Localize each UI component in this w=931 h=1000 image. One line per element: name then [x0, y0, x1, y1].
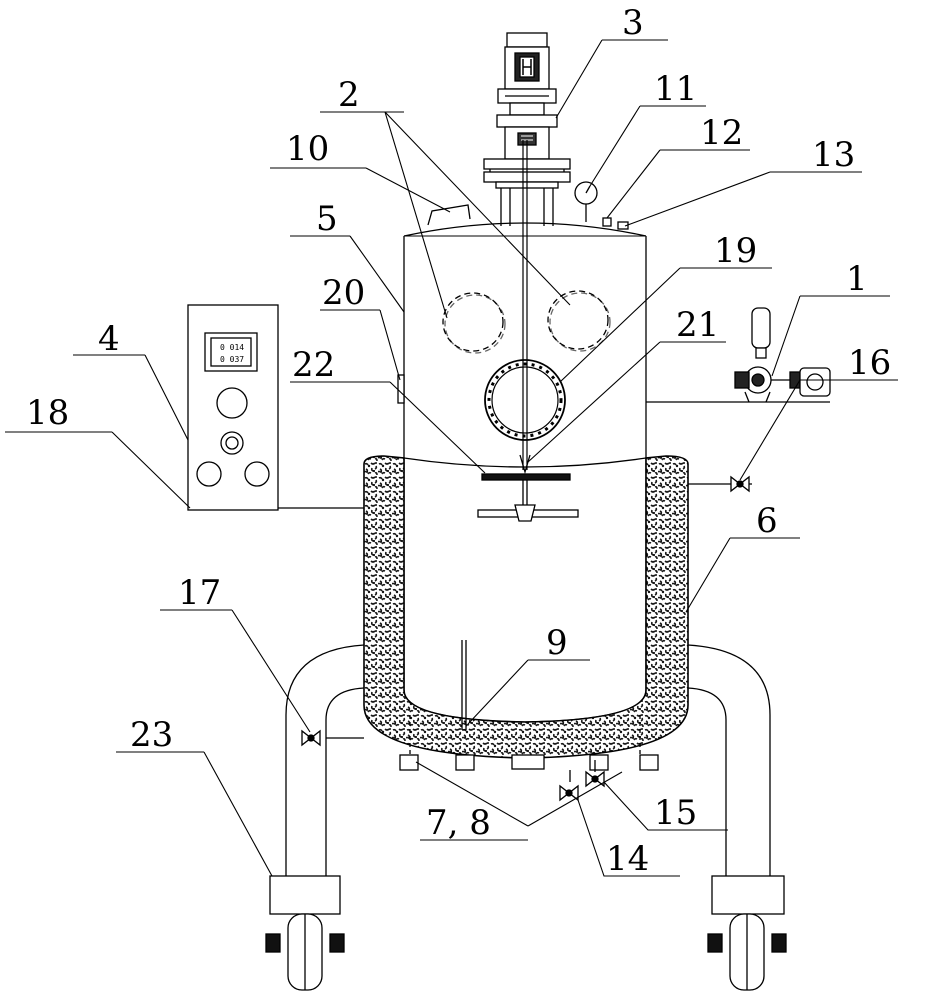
callout-1: 1: [846, 259, 868, 299]
callout-22: 22: [292, 345, 335, 385]
callout-17: 17: [178, 573, 221, 613]
temperature-probe: [461, 640, 467, 731]
callout-10: 10: [286, 129, 329, 169]
bottom-outlet: [399, 754, 659, 802]
callout-2: 2: [338, 75, 360, 115]
agitator-shaft: [477, 140, 579, 522]
caster-wheels: [265, 913, 787, 991]
callout-7-8: 7, 8: [426, 803, 491, 843]
manhole: [484, 359, 566, 441]
top-fittings: [602, 217, 629, 230]
callout-labels: 3 2 11 12 10 13 5 19 1 20 21 4 22 16 18 …: [26, 3, 891, 879]
support-frame: [269, 644, 785, 915]
vacuum-pump: [646, 307, 831, 403]
valve-16: [688, 475, 752, 493]
callout-5: 5: [316, 199, 338, 239]
callout-14: 14: [606, 839, 649, 879]
display-reading-1: 0 014: [220, 343, 244, 352]
callout-4: 4: [98, 319, 120, 359]
side-port: [397, 374, 405, 404]
display-reading-2: 0 037: [220, 355, 244, 364]
control-box: [187, 304, 364, 511]
callout-6: 6: [756, 501, 778, 541]
viewing-windows: [442, 290, 611, 354]
callout-23: 23: [130, 715, 173, 755]
callout-11: 11: [654, 69, 697, 109]
insulation-jacket: [363, 455, 689, 759]
callout-15: 15: [654, 793, 697, 833]
pressure-gauge: [574, 181, 598, 222]
callout-21: 21: [676, 305, 719, 345]
callout-12: 12: [700, 113, 743, 153]
valve-17: [301, 729, 364, 747]
feed-hopper: [427, 204, 471, 226]
callout-18: 18: [26, 393, 69, 433]
callout-9: 9: [546, 623, 568, 663]
callout-20: 20: [322, 273, 365, 313]
leader-lines: [5, 39, 898, 877]
callout-16: 16: [848, 343, 891, 383]
callout-19: 19: [714, 231, 757, 271]
callout-3: 3: [622, 3, 644, 43]
callout-13: 13: [812, 135, 855, 175]
